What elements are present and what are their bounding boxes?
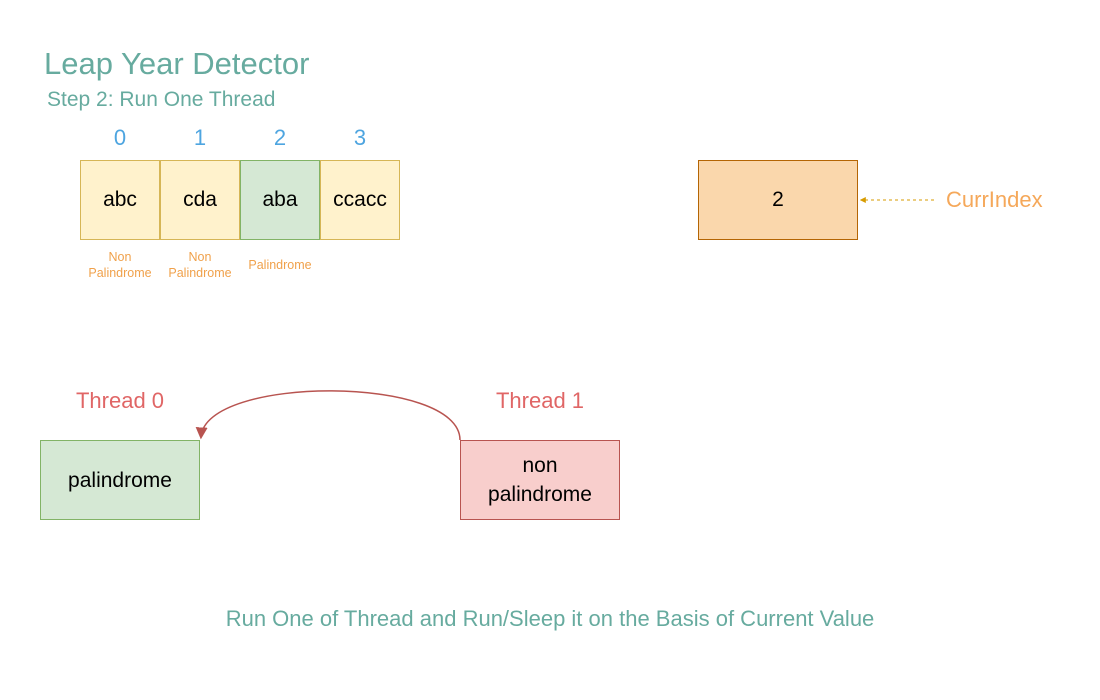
thread-0-label: Thread 0: [75, 388, 165, 413]
array-note-0-line-2: Palindrome: [88, 266, 152, 280]
array-note-2: Palindrome: [240, 257, 320, 273]
array-note-1: Non Palindrome: [160, 249, 240, 281]
array-note-1-line-2: Palindrome: [168, 266, 232, 280]
array-index-0: 0: [113, 125, 127, 150]
thread-0-box: palindrome: [40, 440, 200, 520]
diagram-title: Leap Year Detector: [44, 46, 310, 81]
array-index-2: 2: [273, 125, 287, 150]
array-note-0-line-1: Non: [108, 250, 132, 264]
array-cell-2-highlighted: aba: [240, 160, 320, 240]
diagram-subtitle: Step 2: Run One Thread: [47, 88, 276, 111]
curr-index-box: 2: [698, 160, 858, 240]
array-note-2-line-1: Palindrome: [248, 258, 312, 272]
array-cell-3-text: ccacc: [333, 188, 387, 211]
array-note-1-line-1: Non: [188, 250, 212, 264]
curr-index-value: 2: [772, 188, 784, 211]
array-index-1: 1: [193, 125, 207, 150]
thread-1-text-line-2: palindrome: [488, 483, 592, 506]
array-cell-0: abc: [80, 160, 160, 240]
array-cell-1: cda: [160, 160, 240, 240]
curr-index-label: CurrIndex: [946, 187, 1043, 212]
array-note-0: Non Palindrome: [80, 249, 160, 281]
array-index-3: 3: [353, 125, 367, 150]
thread-1-box: non palindrome: [460, 440, 620, 520]
thread-1-label: Thread 1: [495, 388, 585, 413]
thread-switch-arrow: [195, 390, 461, 441]
thread-0-text: palindrome: [68, 468, 172, 492]
array-cell-1-text: cda: [183, 188, 217, 211]
array-cell-2-text: aba: [262, 188, 298, 211]
array-cell-0-text: abc: [103, 188, 137, 211]
array-cell-3: ccacc: [320, 160, 400, 240]
thread-1-text-line-1: non: [522, 454, 558, 477]
diagram-caption: Run One of Thread and Run/Sleep it on th…: [225, 606, 875, 631]
